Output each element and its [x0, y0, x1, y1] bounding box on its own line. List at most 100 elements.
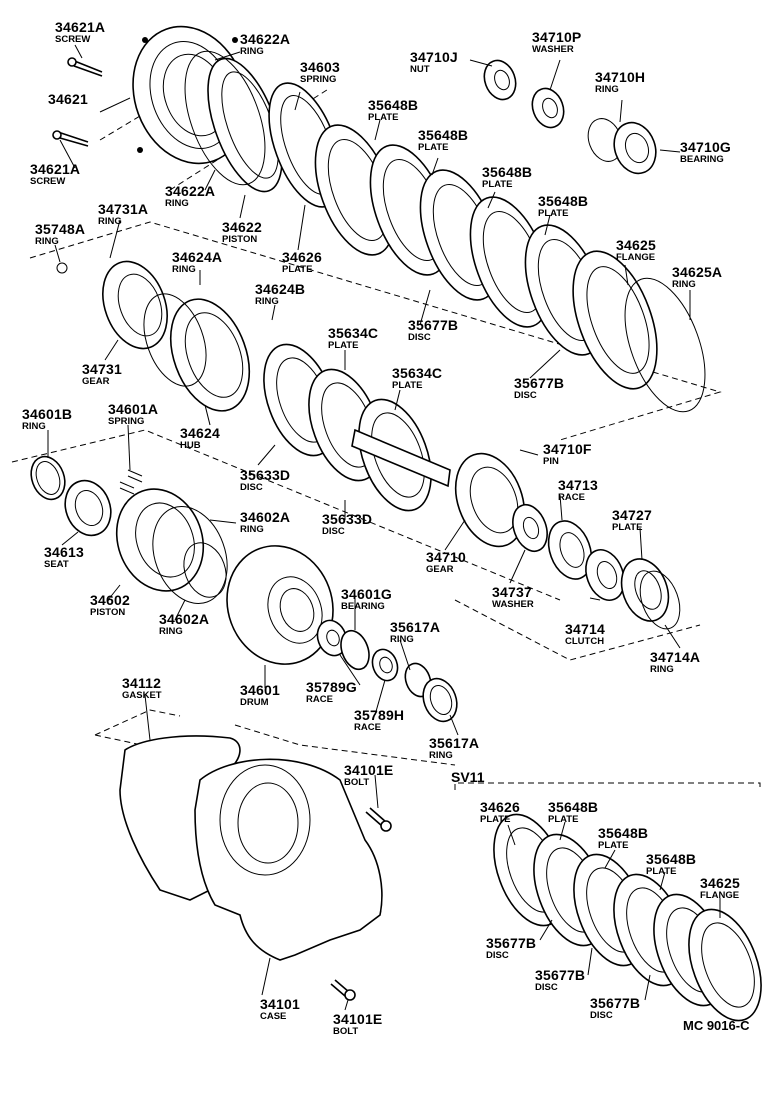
ring-34601B [30, 455, 66, 501]
part-number: 35789G [306, 679, 358, 695]
part-name: RING [429, 750, 453, 761]
part-name: RING [255, 296, 279, 307]
part-number: 34714 [565, 621, 605, 637]
clutch-plates-series [314, 124, 706, 413]
part-name: SPRING [300, 74, 337, 85]
seat-34613 [64, 479, 112, 537]
drum-assembly-boundary [11, 429, 701, 661]
part-name: DISC [514, 390, 537, 401]
part-name: RING [240, 524, 264, 535]
part-name: PISTON [222, 234, 258, 245]
race-34713 [547, 520, 593, 580]
part-name: PIN [543, 456, 559, 467]
leader-lines [47, 44, 721, 1011]
part-number: 35789H [354, 707, 405, 723]
sv11-plates [493, 813, 762, 1022]
part-number: 34625 [616, 237, 656, 253]
part-name: CLUTCH [565, 636, 605, 647]
sv11-boundary [454, 782, 761, 790]
part-number: 34710F [543, 441, 592, 457]
part-number: 35748A [35, 221, 86, 237]
clutch-pack-boundary [29, 221, 722, 441]
part-name: GEAR [426, 564, 454, 575]
part-name: PLATE [392, 380, 423, 391]
part-name: NUT [410, 64, 430, 75]
part-number: 35648B [548, 799, 599, 815]
part-number: 35677B [590, 995, 641, 1011]
part-number: 34731A [98, 201, 149, 217]
case-34101 [194, 758, 383, 961]
hub-34624 [143, 293, 251, 412]
part-number: 35648B [418, 127, 469, 143]
part-name: CASE [260, 1011, 287, 1022]
part-number: 34601B [22, 406, 73, 422]
part-name: FLANGE [616, 252, 656, 263]
part-name: RACE [306, 694, 333, 705]
part-number: 34621A [30, 161, 81, 177]
part-number: 34622A [165, 183, 216, 199]
part-number: 35648B [482, 164, 533, 180]
screw-34621A-upper [67, 57, 103, 77]
part-name: WASHER [532, 44, 574, 55]
part-name: DISC [590, 1010, 613, 1021]
part-name: PISTON [90, 607, 126, 618]
part-name: DISC [240, 482, 263, 493]
part-name: RING [240, 46, 264, 57]
part-number: 34710P [532, 29, 582, 45]
part-name: PLATE [328, 340, 359, 351]
drum-34601 [226, 545, 334, 665]
part-number: 34602 [90, 592, 130, 608]
part-number: 35617A [390, 619, 441, 635]
part-number: 34710G [680, 139, 732, 155]
part-number: 34710 [426, 549, 466, 565]
clutch-34714 [585, 549, 625, 601]
part-name: RING [595, 84, 619, 95]
part-name: PLATE [548, 814, 579, 825]
part-number: 34710J [410, 49, 458, 65]
part-number: 34626 [282, 249, 322, 265]
part-name: FLANGE [700, 890, 740, 901]
part-number: 34737 [492, 584, 532, 600]
part-name: RING [22, 421, 46, 432]
washer-34710P [531, 87, 565, 129]
part-name: BEARING [680, 154, 724, 165]
part-name: DISC [535, 982, 558, 993]
part-number: 35677B [408, 317, 459, 333]
part-number: 35634C [392, 365, 443, 381]
part-name: DISC [322, 526, 345, 537]
screw-34621A-lower [52, 130, 89, 147]
part-number: 34624A [172, 249, 223, 265]
gear-34710 [351, 428, 526, 548]
part-name: BEARING [341, 601, 385, 612]
part-number: 35648B [646, 851, 697, 867]
